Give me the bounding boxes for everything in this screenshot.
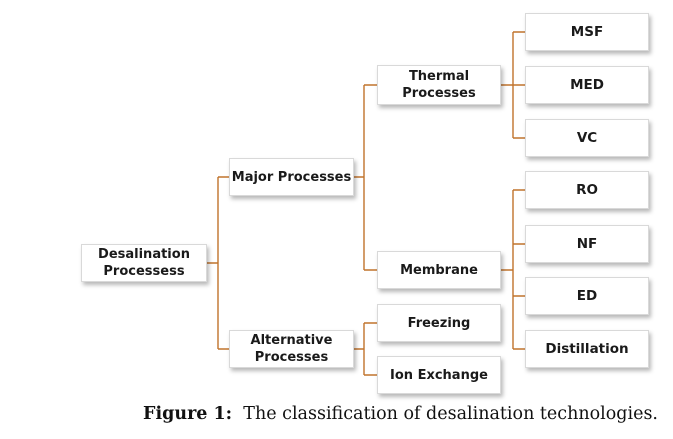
node-desalination-processes: Desalination Processess	[81, 244, 207, 282]
node-distillation: Distillation	[525, 330, 649, 368]
figure-caption: Figure 1: The classification of desalina…	[0, 404, 673, 424]
node-major-processes: Major Processes	[229, 158, 354, 196]
node-vc: VC	[525, 119, 649, 157]
figure-caption-text: The classification of desalination techn…	[243, 404, 658, 424]
node-freezing: Freezing	[377, 304, 501, 342]
figure-caption-label: Figure 1:	[143, 404, 233, 424]
node-alternative-processes: Alternative Processes	[229, 330, 354, 368]
connector-root	[207, 176, 229, 350]
node-thermal-processes: Thermal Processes	[377, 65, 501, 105]
node-ed: ED	[525, 277, 649, 315]
node-ion-exchange: Ion Exchange	[377, 356, 501, 394]
node-nf: NF	[525, 225, 649, 263]
node-ro: RO	[525, 171, 649, 209]
node-med: MED	[525, 66, 649, 104]
node-membrane: Membrane	[377, 251, 501, 289]
connector-thermal	[501, 31, 525, 139]
connector-membrane	[501, 189, 525, 350]
connector-alternative	[354, 322, 377, 376]
node-msf: MSF	[525, 13, 649, 51]
connector-major	[354, 84, 377, 271]
